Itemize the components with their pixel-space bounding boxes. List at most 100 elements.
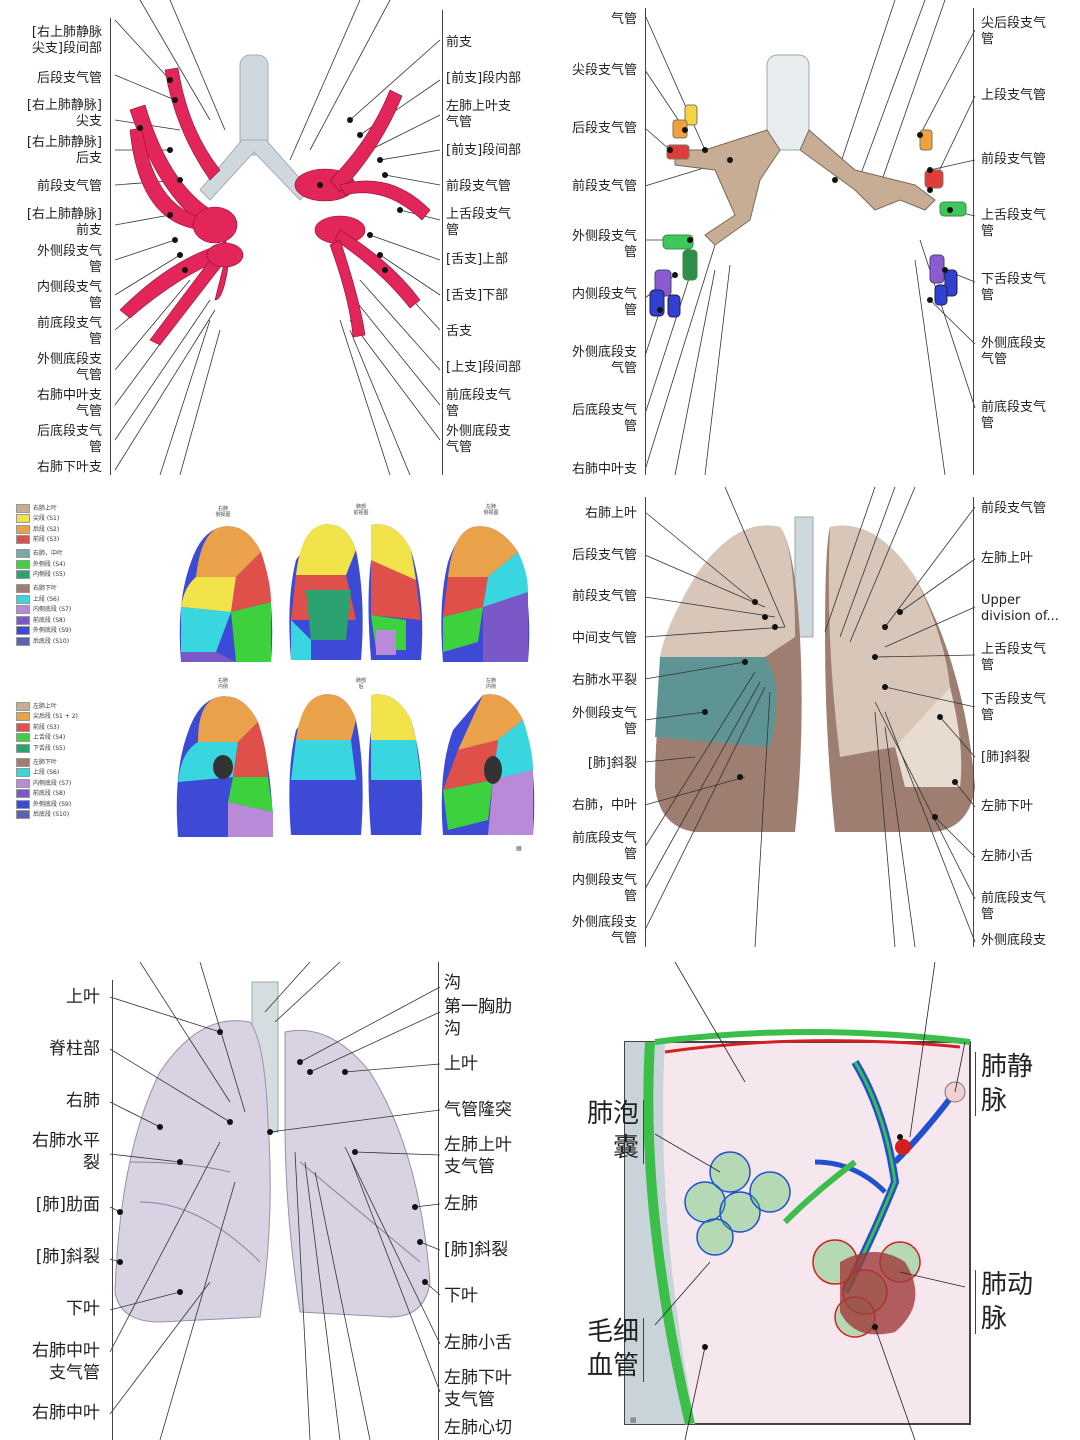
p1-label-left-9: 外侧底段支 气管 — [10, 352, 102, 384]
left-bracket — [641, 8, 646, 475]
p2-label-right-3: 上舌段支气 管 — [981, 208, 1075, 240]
p2-label-right-1: 上段支气管 — [981, 88, 1075, 104]
p1-label-right-4: 前段支气管 — [446, 179, 530, 195]
p5-label-left-3: 右肺水平 裂 — [10, 1130, 100, 1174]
p5-label-right-0: 沟 — [444, 972, 530, 994]
p4-label-left-2: 前段支气管 — [555, 589, 637, 605]
panel-pulmonary-vessels: [右上肺静脉 尖支]段间部 后段支气管 [右上肺静脉] 尖支 [右上肺静脉] 后… — [10, 0, 530, 475]
p5-label-left-6: 下叶 — [10, 1298, 100, 1320]
p5-label-right-4: 左肺上叶 支气管 — [444, 1134, 530, 1178]
p4-label-left-8: 前底段支气 管 — [555, 831, 637, 863]
p4-label-right-9: 外侧底段支 — [981, 933, 1075, 947]
p1-label-left-10: 右肺中叶支 气管 — [10, 388, 102, 420]
label-pulmonary-artery: 肺动 脉 — [981, 1268, 1071, 1336]
label-capillary: 毛细 血管 — [565, 1315, 639, 1383]
p4-label-right-6: 左肺下叶 — [981, 799, 1075, 815]
p5-label-right-6: [肺]斜裂 — [444, 1239, 530, 1261]
p1-label-right-5: 上舌段支气 管 — [446, 207, 530, 239]
p4-label-left-5: 外侧段支气 管 — [555, 706, 637, 738]
vein-bracket — [975, 1052, 980, 1116]
right-bracket — [973, 8, 978, 475]
right-bracket — [973, 497, 978, 947]
panel-lungs-anterior: 上叶 脊柱部 右肺 右肺水平 裂 [肺]肋面 [肺]斜裂 下叶 右肺中叶 支气管… — [10, 962, 530, 1440]
p1-label-left-8: 前底段支气 管 — [10, 316, 102, 348]
panel-bronchial-tree: 气管 尖段支气管 后段支气管 前段支气管 外侧段支气 管 内侧段支气 管 外侧底… — [555, 0, 1075, 475]
panel-alveoli: ▦ 肺静 脉 肺泡 囊 肺动 脉 毛细 血管 — [555, 962, 1080, 1440]
left-bracket — [108, 980, 113, 1440]
p1-label-right-7: [舌支]下部 — [446, 288, 530, 304]
p5-label-left-1: 脊柱部 — [10, 1038, 100, 1060]
p1-label-right-2: 左肺上叶支 气管 — [446, 99, 530, 131]
p2-label-right-4: 下舌段支气 管 — [981, 272, 1075, 304]
p5-label-left-4: [肺]肋面 — [10, 1194, 100, 1216]
p5-label-right-9: 左肺下叶 支气管 — [444, 1367, 530, 1411]
p4-label-right-8: 前底段支气 管 — [981, 891, 1075, 923]
p5-label-left-5: [肺]斜裂 — [10, 1246, 100, 1268]
p2-label-left-1: 尖段支气管 — [555, 63, 637, 79]
p1-label-left-11: 后底段支气 管 — [10, 424, 102, 456]
p1-label-left-5: [右上肺静脉] 前支 — [10, 207, 102, 239]
watermark-logo: ▦ — [516, 845, 522, 852]
p4-label-right-7: 左肺小舌 — [981, 849, 1075, 865]
p2-label-left-2: 后段支气管 — [555, 121, 637, 137]
alveolar-bracket — [639, 1100, 644, 1164]
p4-label-left-10: 外侧底段支 气管 — [555, 915, 637, 947]
p2-label-left-8: 右肺中叶支 — [555, 462, 637, 475]
p4-label-left-6: [肺]斜裂 — [555, 756, 637, 772]
p1-label-right-3: [前支]段间部 — [446, 143, 530, 159]
p4-label-right-5: [肺]斜裂 — [981, 750, 1075, 766]
segment-lung-views — [8, 490, 538, 945]
panel-lung-lobes: 右肺上叶 后段支气管 前段支气管 中间支气管 右肺水平裂 外侧段支气 管 [肺]… — [555, 487, 1075, 947]
p5-label-right-8: 左肺小舌 — [444, 1332, 530, 1354]
p5-label-right-1: 第一胸肋 沟 — [444, 996, 530, 1040]
p5-label-left-8: 右肺中叶 — [10, 1402, 100, 1424]
p4-label-right-1: 左肺上叶 — [981, 551, 1075, 567]
p4-label-left-4: 右肺水平裂 — [555, 673, 637, 689]
p5-label-right-3: 气管隆突 — [444, 1099, 530, 1121]
p4-label-right-3: 上舌段支气 管 — [981, 642, 1075, 674]
p5-label-left-2: 右肺 — [10, 1090, 100, 1112]
p4-label-left-0: 右肺上叶 — [555, 506, 637, 522]
p5-label-left-0: 上叶 — [10, 986, 100, 1008]
p2-label-right-2: 前段支气管 — [981, 152, 1075, 168]
p1-label-left-3: [右上肺静脉] 后支 — [10, 135, 102, 167]
label-alveolar-sac: 肺泡 囊 — [565, 1097, 639, 1165]
p4-label-right-2: Upper division of... — [981, 593, 1075, 625]
p4-label-left-1: 后段支气管 — [555, 548, 637, 564]
p2-label-right-6: 前底段支气 管 — [981, 400, 1075, 432]
p1-label-left-4: 前段支气管 — [10, 179, 102, 195]
p1-label-right-1: [前支]段内部 — [446, 71, 530, 87]
p4-label-left-3: 中间支气管 — [555, 631, 637, 647]
left-bracket — [641, 497, 646, 947]
svg-text:▦: ▦ — [630, 1416, 637, 1424]
p5-label-right-10: 左肺心切 — [444, 1417, 530, 1439]
p2-label-left-6: 外侧底段支 气管 — [555, 345, 637, 377]
capillary-bracket — [639, 1318, 644, 1382]
label-pulmonary-vein: 肺静 脉 — [981, 1050, 1071, 1118]
p1-label-left-6: 外侧段支气 管 — [10, 244, 102, 276]
p1-label-right-11: 外侧底段支 气管 — [446, 424, 530, 456]
p1-label-right-8: 舌支 — [446, 324, 530, 340]
p5-label-right-5: 左肺 — [444, 1193, 530, 1215]
p2-label-left-7: 后底段支气 管 — [555, 403, 637, 435]
p4-label-left-9: 内侧段支气 管 — [555, 873, 637, 905]
p1-label-left-7: 内侧段支气 管 — [10, 280, 102, 312]
p1-label-right-0: 前支 — [446, 35, 530, 51]
artery-bracket — [975, 1270, 980, 1334]
p2-label-left-3: 前段支气管 — [555, 179, 637, 195]
p5-label-right-7: 下叶 — [444, 1285, 530, 1307]
right-bracket — [438, 962, 443, 1440]
p5-label-left-7: 右肺中叶 支气管 — [10, 1340, 100, 1384]
p4-label-left-7: 右肺，中叶 — [555, 798, 637, 814]
p5-label-right-2: 上叶 — [444, 1053, 530, 1075]
p4-label-right-0: 前段支气管 — [981, 501, 1075, 517]
p1-label-right-9: [上支]段间部 — [446, 360, 530, 376]
left-bracket — [106, 18, 111, 475]
p1-label-left-1: 后段支气管 — [10, 71, 102, 87]
p1-label-right-6: [舌支]上部 — [446, 252, 530, 268]
p1-label-left-2: [右上肺静脉] 尖支 — [10, 98, 102, 130]
p2-label-right-5: 外侧底段支 气管 — [981, 336, 1075, 368]
p2-label-right-0: 尖后段支气 管 — [981, 16, 1075, 48]
p1-label-left-12: 右肺下叶支 — [10, 460, 102, 475]
p1-label-left-0: [右上肺静脉 尖支]段间部 — [10, 25, 102, 57]
